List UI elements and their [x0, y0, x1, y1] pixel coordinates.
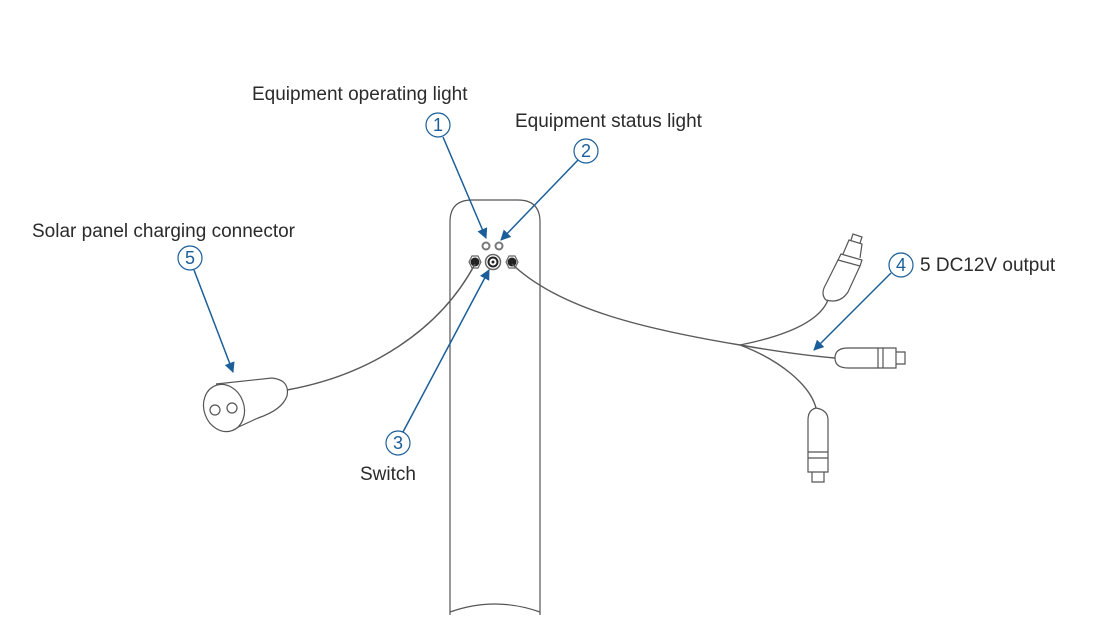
- callout-number-2: 2: [581, 141, 591, 161]
- dc-output-cable: [511, 263, 836, 409]
- dc-output-port: [505, 255, 519, 269]
- dc-plug-middle: [834, 347, 906, 369]
- device-pole: [449, 199, 541, 615]
- callout-number-5: 5: [185, 248, 195, 268]
- label-dc-output: 5 DC12V output: [920, 255, 1056, 276]
- power-switch[interactable]: [484, 253, 502, 271]
- solar-panel-connector: [202, 377, 289, 433]
- callout-switch: 3 Switch: [360, 269, 490, 485]
- callout-number-4: 4: [896, 255, 906, 275]
- callout-number-3: 3: [393, 433, 403, 453]
- callout-dc-output: 4 5 DC12V output: [813, 252, 1056, 351]
- dc-plug-upper: [822, 233, 863, 302]
- status-light: [494, 241, 504, 251]
- callout-number-1: 1: [433, 115, 443, 135]
- label-status-light: Equipment status light: [515, 111, 703, 132]
- callout-status-light: Equipment status light 2: [500, 111, 703, 241]
- label-solar-connector: Solar panel charging connector: [32, 221, 296, 242]
- operating-light: [481, 241, 491, 251]
- dc-plug-lower: [807, 407, 829, 483]
- callout-operating-light: Equipment operating light 1: [252, 84, 488, 239]
- label-operating-light: Equipment operating light: [252, 84, 468, 105]
- callout-solar-connector: Solar panel charging connector 5: [32, 221, 296, 373]
- solar-cable: [286, 263, 476, 391]
- solar-input-port: [468, 255, 482, 269]
- label-switch: Switch: [360, 464, 416, 485]
